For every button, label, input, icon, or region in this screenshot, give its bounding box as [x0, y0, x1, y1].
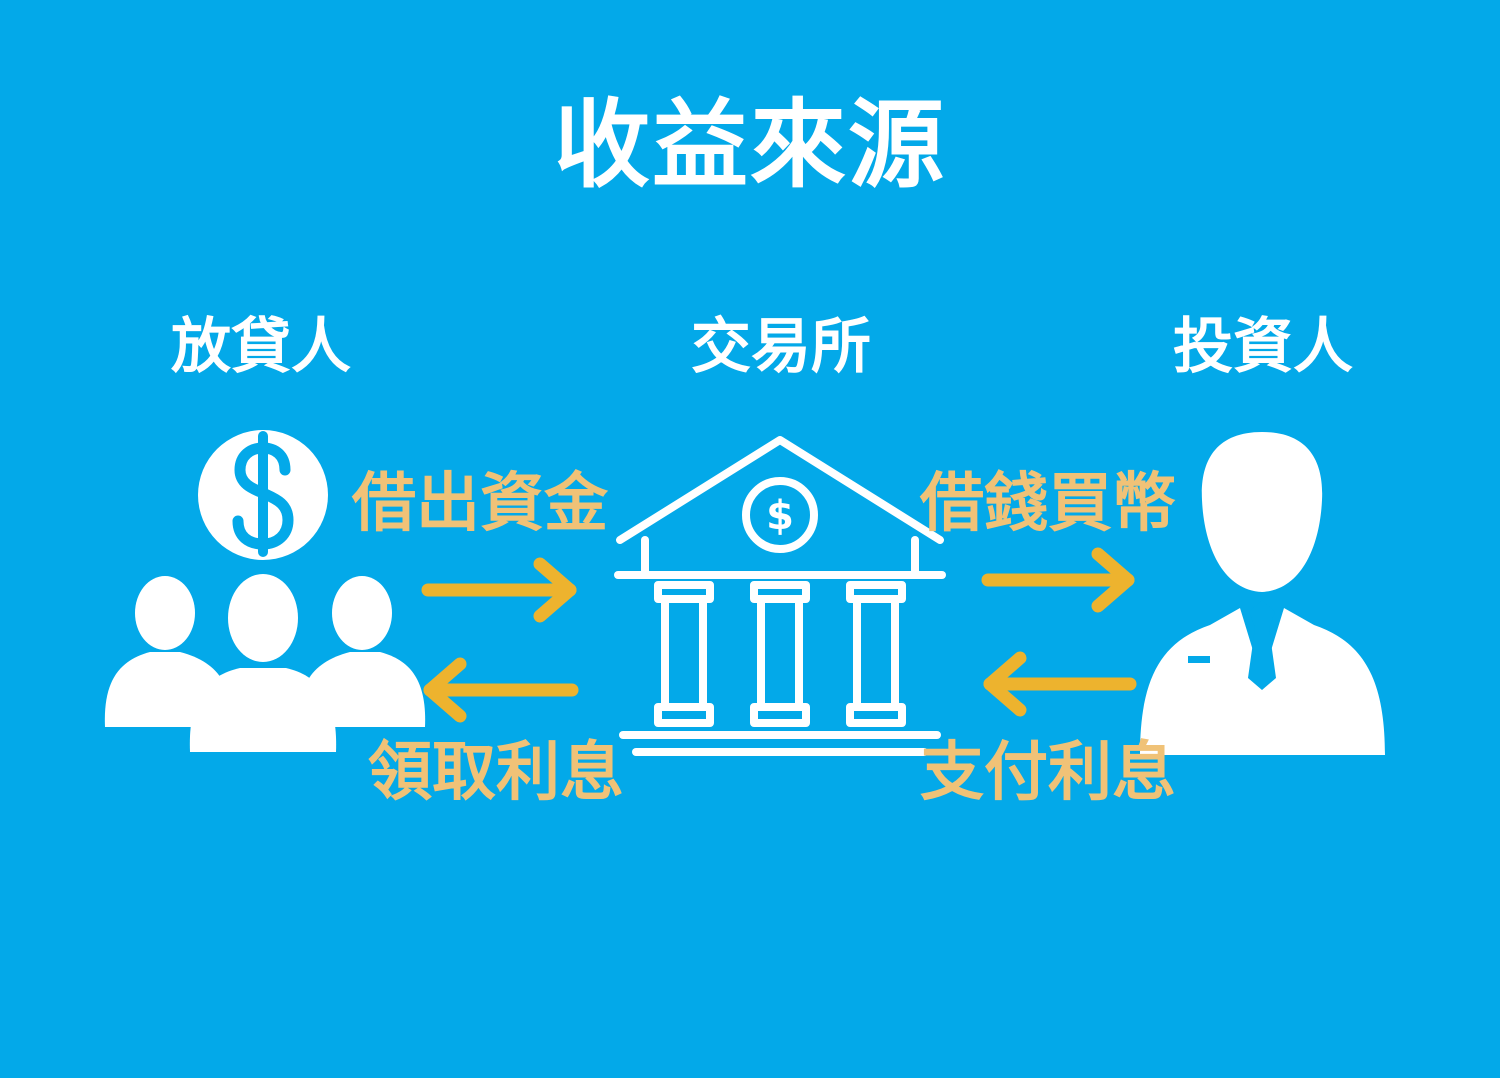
- bank-dollar-sign: $: [766, 493, 794, 539]
- flow-label-lend-out: 借出資金: [352, 467, 608, 541]
- businessman-icon: [1140, 432, 1385, 755]
- party-label-lender: 放貸人: [171, 312, 351, 382]
- arrow-right-icon: [981, 547, 1135, 613]
- flow-label-borrow-buy: 借錢買幣: [920, 467, 1176, 541]
- party-label-exchange: 交易所: [691, 312, 871, 382]
- party-label-investor: 投資人: [1173, 312, 1353, 382]
- page-title: 收益來源: [554, 89, 946, 201]
- flow-label-collect-interest: 領取利息: [368, 736, 624, 810]
- dollar-icon: [742, 477, 818, 553]
- arrow-left-icon: [423, 657, 579, 723]
- bank-building-icon: [614, 436, 946, 756]
- arrow-right-icon: [421, 557, 577, 623]
- arrows: [421, 547, 1137, 723]
- flow-label-pay-interest: 支付利息: [920, 736, 1176, 810]
- arrow-left-icon: [983, 651, 1137, 717]
- people-group-dollar-icon: [104, 430, 426, 752]
